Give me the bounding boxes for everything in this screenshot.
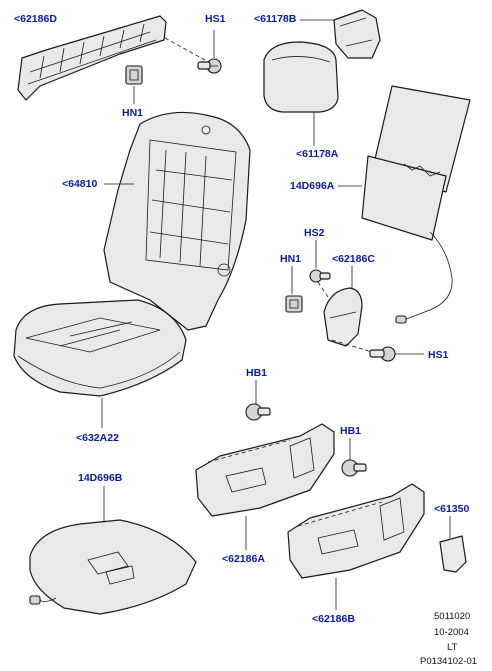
leader-dash-62186D [164,37,206,61]
callout-HN1-mid: HN1 [280,253,302,265]
callout-62186B: <62186B [312,613,355,625]
callout-61178B: <61178B [254,13,297,25]
screw-HS1-mid [369,346,396,362]
callout-HS1-mid: HS1 [428,349,449,361]
callout-61350: <61350 [434,503,470,515]
footer-date: 10-2004 [434,627,469,638]
backrest-frame-64810 [103,111,251,331]
callout-62186D: <62186D [14,13,57,25]
heater-mat-14D696B [29,519,197,615]
callout-14D696B: 14D696B [78,472,123,484]
callout-14D696A: 14D696A [290,180,335,192]
callout-61178A: <61178A [296,148,339,160]
recliner-cover-62186C [323,287,363,347]
nut-HN1-top [125,65,143,85]
callout-HN1-top: HN1 [122,107,144,119]
footer-ref: P0134102-01 [420,656,478,667]
callout-64810: <64810 [62,178,98,190]
callout-62186C: <62186C [332,253,375,265]
callout-62186A: <62186A [222,553,265,565]
screw-HS2 [309,269,331,283]
side-trim-62186A [195,423,335,517]
cap-61350 [439,535,467,573]
callout-HB1-left: HB1 [246,367,268,379]
dash-62186B [297,501,383,527]
callout-HB1-right: HB1 [340,425,362,437]
headrest-61178A [263,41,339,113]
bolt-HB1-right [341,459,367,477]
dash-62186A [207,439,291,463]
callout-632A22: <632A22 [76,432,119,444]
trim-panel-62186D [17,15,167,101]
screw-HS1-top [197,58,222,74]
footer-region: LT [447,642,458,653]
callout-HS1-top: HS1 [205,13,226,25]
footer-code: 5011020 [434,611,471,622]
heater-mat-14D696A [361,85,471,324]
nut-HN1-mid [285,295,303,313]
bolt-HB1-left [245,403,271,421]
callout-HS2: HS2 [304,227,325,239]
seat-cushion-632A22 [13,299,187,397]
side-trim-62186B [287,483,425,579]
dash-62186C [317,281,331,301]
headrest-guide-61178B [333,9,381,59]
